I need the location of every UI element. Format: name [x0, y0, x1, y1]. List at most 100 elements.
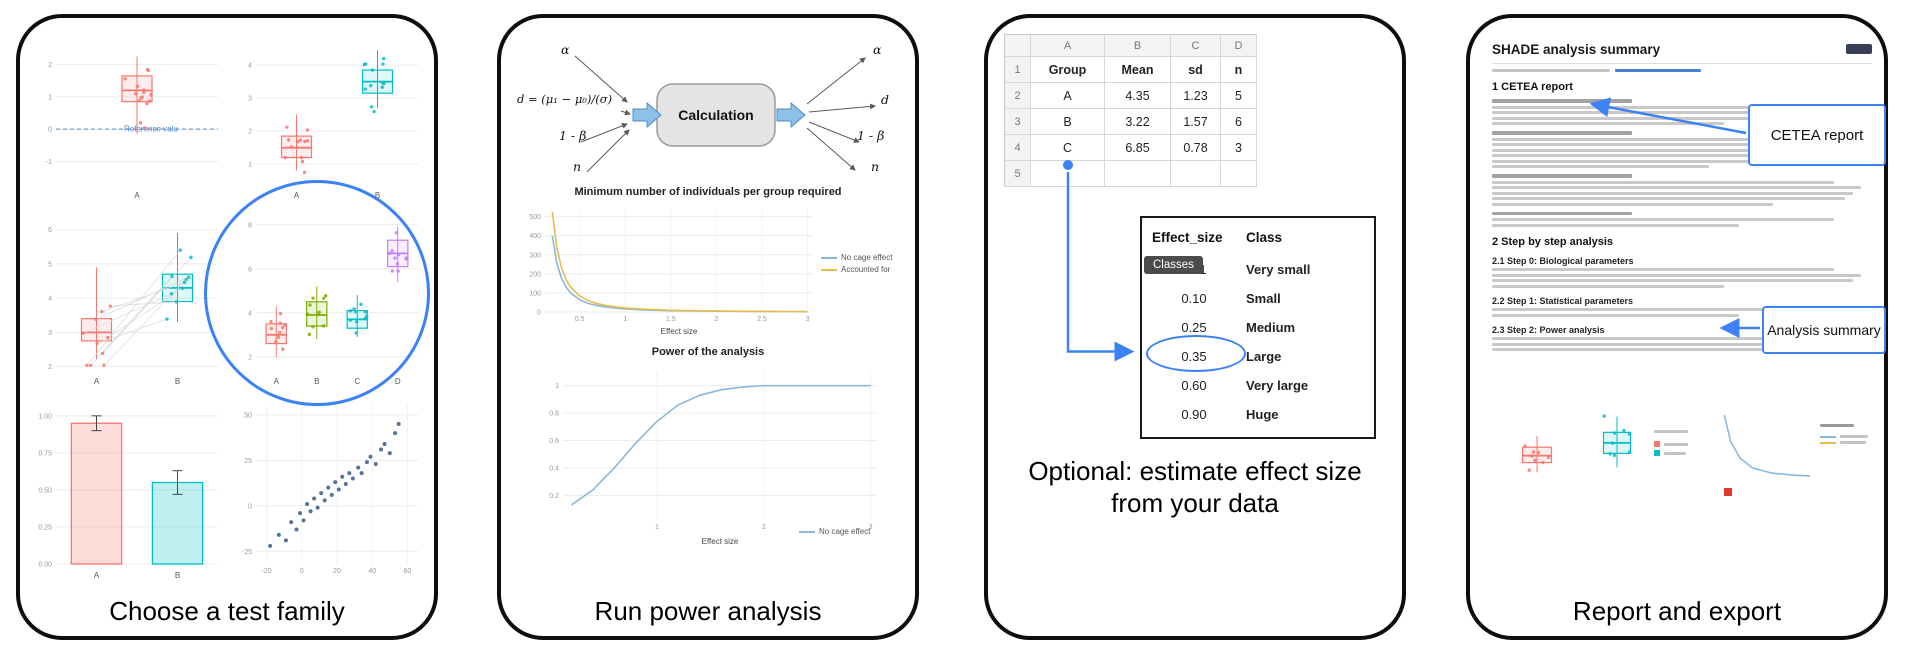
- svg-text:50: 50: [244, 412, 252, 419]
- highlight-ellipse: [1146, 335, 1246, 372]
- sheet-row-header[interactable]: 2: [1005, 83, 1031, 109]
- sheet-cell[interactable]: B: [1031, 109, 1105, 135]
- paragraph-placeholder: [1492, 180, 1872, 206]
- power-diagram: [574, 55, 876, 173]
- svg-text:1: 1: [248, 162, 252, 169]
- sheet-row-header[interactable]: 5: [1005, 161, 1031, 187]
- sheet-cell[interactable]: 3: [1221, 135, 1257, 161]
- n-output-label: n: [871, 159, 880, 174]
- svg-text:0.4: 0.4: [549, 465, 559, 472]
- sheet-col-header[interactable]: D: [1221, 35, 1257, 57]
- classes-tooltip: Classes: [1144, 256, 1203, 274]
- sheet-row-header[interactable]: 3: [1005, 109, 1031, 135]
- svg-text:25: 25: [244, 458, 252, 465]
- sheet-cell[interactable]: C: [1031, 135, 1105, 161]
- svg-text:3: 3: [248, 96, 252, 103]
- sheet-row-header[interactable]: 1: [1005, 57, 1031, 83]
- blue-line-swatch: [799, 530, 815, 533]
- svg-text:-20: -20: [262, 568, 272, 575]
- svg-text:4: 4: [48, 296, 52, 303]
- svg-text:0.8: 0.8: [549, 411, 559, 418]
- analysis-summary-callout: Analysis summary: [1762, 306, 1886, 354]
- svg-text:B: B: [175, 377, 180, 386]
- panel-report-export: SHADE analysis summary 1 CETEA report 2 …: [1466, 14, 1888, 640]
- drag-handle-dot[interactable]: [1063, 160, 1073, 170]
- sheet-cell[interactable]: 1.23: [1171, 83, 1221, 109]
- sheet-cell[interactable]: 5: [1221, 83, 1257, 109]
- power-chart-title: Power of the analysis: [651, 346, 765, 358]
- d-output-label: d: [881, 92, 890, 107]
- svg-text:2: 2: [762, 524, 766, 531]
- svg-text:D: D: [395, 377, 401, 386]
- cetea-report-callout: CETEA report: [1748, 104, 1886, 166]
- svg-text:5: 5: [48, 261, 52, 268]
- svg-text:500: 500: [529, 214, 541, 221]
- blue-line-swatch: [821, 256, 837, 259]
- alpha-input-label: α: [561, 42, 570, 57]
- selection-circle: [204, 180, 430, 406]
- sheet-cell[interactable]: sd: [1171, 57, 1221, 83]
- red-marker-square: [1724, 488, 1732, 496]
- sheet-col-header[interactable]: B: [1105, 35, 1171, 57]
- title-rule: [1492, 63, 1872, 64]
- sheet-cell[interactable]: 6: [1221, 109, 1257, 135]
- svg-text:0.5: 0.5: [575, 316, 585, 323]
- panel3-caption: Optional: estimate effect size from your…: [1028, 456, 1362, 518]
- doc-meta-line: [1492, 69, 1872, 72]
- yellow-line-swatch: [821, 268, 837, 271]
- power-input-label: 1 - β: [559, 128, 587, 143]
- sheet-cell[interactable]: Mean: [1105, 57, 1171, 83]
- section-step-by-step: 2 Step by step analysis: [1492, 235, 1614, 248]
- svg-text:-25: -25: [242, 549, 252, 556]
- svg-text:1: 1: [623, 316, 627, 323]
- svg-text:4: 4: [248, 63, 252, 70]
- subsection-power: 2.3 Step 2: Power analysis: [1492, 324, 1605, 335]
- effect-size-formula-label: d = (μ₁ − μ₀)/(σ): [517, 92, 613, 106]
- svg-text:0.50: 0.50: [38, 487, 52, 494]
- power-output-label: 1 - β: [857, 128, 885, 143]
- svg-text:3: 3: [869, 524, 873, 531]
- svg-text:1.5: 1.5: [666, 316, 676, 323]
- report-curve-legend: [1820, 414, 1868, 447]
- svg-text:60: 60: [404, 568, 412, 575]
- sheet-cell[interactable]: n: [1221, 57, 1257, 83]
- sheet-row-header[interactable]: 4: [1005, 135, 1031, 161]
- sheet-cell[interactable]: Group: [1031, 57, 1105, 83]
- sheet-cell[interactable]: 0.78: [1171, 135, 1221, 161]
- sheet-cell[interactable]: 1.57: [1171, 109, 1221, 135]
- sheet-cell[interactable]: 3.22: [1105, 109, 1171, 135]
- fat-arrow-out-icon: [776, 101, 806, 129]
- sheet-cell[interactable]: 4.35: [1105, 83, 1171, 109]
- sheet-cell[interactable]: [1171, 161, 1221, 187]
- svg-text:2.5: 2.5: [757, 316, 767, 323]
- sheet-corner-cell[interactable]: [1005, 35, 1031, 57]
- sheet-cell[interactable]: A: [1031, 83, 1105, 109]
- sheet-cell[interactable]: 6.85: [1105, 135, 1171, 161]
- svg-text:1: 1: [48, 94, 52, 101]
- blue-line-swatch: [1820, 435, 1836, 438]
- calculation-label: Calculation: [678, 107, 754, 123]
- svg-text:100: 100: [529, 290, 541, 297]
- sheet-col-header[interactable]: A: [1031, 35, 1105, 57]
- sheet-cell[interactable]: [1105, 161, 1171, 187]
- svg-text:B: B: [375, 191, 380, 200]
- report-title: SHADE analysis summary: [1492, 42, 1661, 57]
- red-square-swatch: [1654, 441, 1660, 447]
- svg-text:400: 400: [529, 233, 541, 240]
- svg-text:3: 3: [48, 330, 52, 337]
- sheet-cell[interactable]: [1221, 161, 1257, 187]
- sheet-col-header[interactable]: C: [1171, 35, 1221, 57]
- svg-text:A: A: [134, 191, 140, 200]
- svg-text:2: 2: [48, 364, 52, 371]
- report-boxplot-teal: [1602, 414, 1632, 468]
